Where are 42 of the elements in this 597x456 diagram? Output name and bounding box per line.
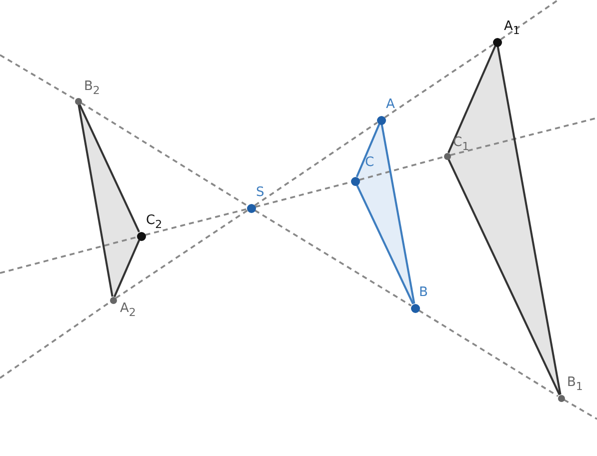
dashed-line (418, 310, 558, 397)
point-label: B$_{1}$ (567, 376, 583, 390)
dashed-line (145, 208, 247, 236)
triangle-side (380, 124, 416, 304)
point-dot (444, 152, 450, 160)
triangle-side (447, 46, 496, 154)
point-dot (376, 116, 386, 124)
point-label: B (419, 286, 428, 300)
point-dot (74, 98, 82, 104)
dashed-line (0, 236, 137, 274)
point-label: A$_{1}$ (504, 20, 520, 34)
dashed-line (384, 44, 494, 118)
point-label: C$_{2}$ (146, 214, 162, 228)
dashed-line (564, 398, 597, 420)
triangle-side (496, 46, 562, 395)
triangle-side (78, 104, 114, 297)
dashed-line (500, 0, 559, 40)
dashed-line (359, 156, 444, 181)
dashed-line (115, 210, 248, 299)
triangle-side (356, 184, 414, 304)
point-label: C$_{1}$ (453, 136, 470, 150)
triangle-side (78, 104, 140, 232)
point-dot (350, 176, 360, 186)
triangle-side (448, 158, 560, 396)
dashed-line (254, 122, 378, 206)
dashed-line (0, 301, 111, 379)
dashed-line (0, 54, 76, 100)
point-dot (558, 394, 564, 402)
dashed-line (80, 102, 248, 206)
point-dot (492, 38, 502, 46)
dashed-line (254, 210, 412, 306)
triangle-side (113, 240, 140, 298)
point-dot (110, 296, 116, 304)
point-dot (246, 204, 256, 212)
triangle-side (356, 124, 380, 178)
point-dot (410, 304, 420, 312)
dashed-line (450, 117, 597, 156)
point-label: A (386, 98, 395, 112)
point-label: A$_{2}$ (120, 302, 136, 316)
point-label: C (365, 156, 374, 170)
point-label: S (256, 186, 264, 200)
point-label: B$_{2}$ (84, 80, 100, 94)
